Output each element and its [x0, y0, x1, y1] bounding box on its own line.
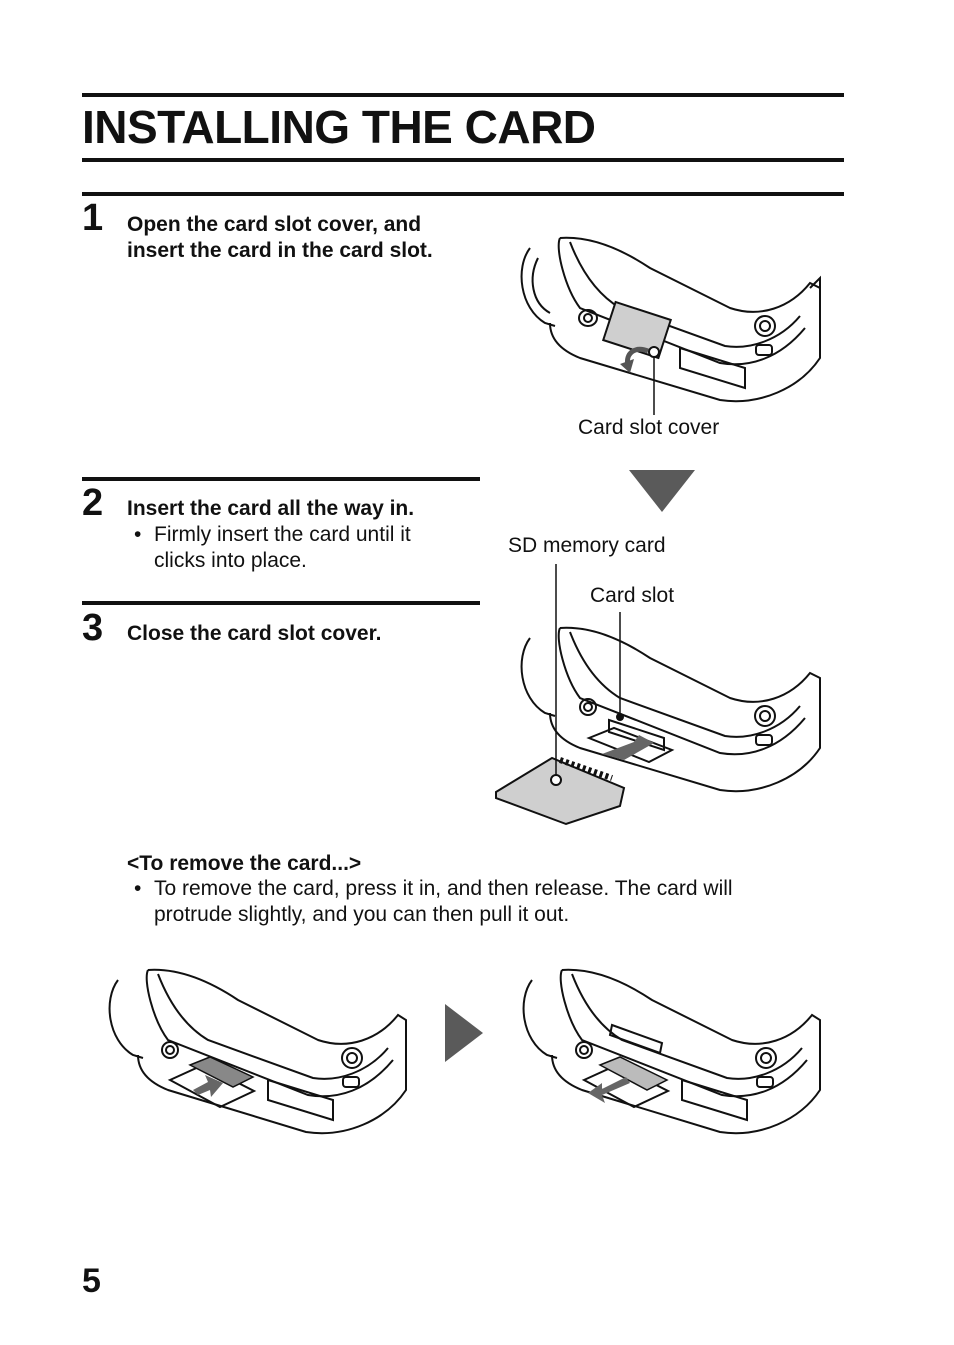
remove-bullet-line2: protrude slightly, and you can then pull… — [154, 903, 570, 926]
step2-number: 2 — [82, 482, 104, 524]
title-bottom-rule — [82, 158, 844, 162]
step1-line2: insert the card in the card slot. — [127, 239, 433, 262]
step1-rule — [82, 192, 844, 196]
card-slot-label: Card slot — [590, 584, 675, 607]
remove-bullet: • To remove the card, press it in, and t… — [134, 876, 733, 928]
step1-number: 1 — [82, 197, 104, 239]
remove-heading: <To remove the card...> — [127, 852, 362, 875]
remove-bullet-line1: To remove the card, press it in, and the… — [154, 877, 733, 900]
camera-press-illustration — [108, 968, 407, 1135]
down-arrow-icon — [629, 470, 695, 512]
step2-bullet-line2: clicks into place. — [154, 549, 307, 572]
camera-remove-illustration — [522, 968, 821, 1135]
step1-text: Open the card slot cover, and insert the… — [127, 212, 433, 264]
page-title: INSTALLING THE CARD — [82, 101, 596, 153]
step1-line1: Open the card slot cover, and — [127, 213, 422, 236]
right-arrow-icon — [445, 1004, 483, 1062]
page-number: 5 — [82, 1262, 101, 1300]
step2-bullet-line1: Firmly insert the card until it — [154, 523, 411, 546]
bullet-mark: • — [134, 877, 142, 900]
title-top-rule — [82, 93, 844, 97]
step3-number: 3 — [82, 607, 104, 649]
camera-cover-illustration — [520, 236, 821, 415]
step3-text: Close the card slot cover. — [127, 622, 382, 645]
step2-bullet: • Firmly insert the card until it clicks… — [134, 522, 411, 574]
step2-text: Insert the card all the way in. — [127, 497, 415, 520]
bullet-mark: • — [134, 523, 142, 546]
card-slot-cover-label: Card slot cover — [578, 416, 720, 439]
sd-memory-card-label: SD memory card — [508, 534, 666, 557]
camera-insert-illustration — [495, 564, 821, 826]
step3-rule — [82, 601, 480, 605]
step2-rule — [82, 477, 480, 481]
